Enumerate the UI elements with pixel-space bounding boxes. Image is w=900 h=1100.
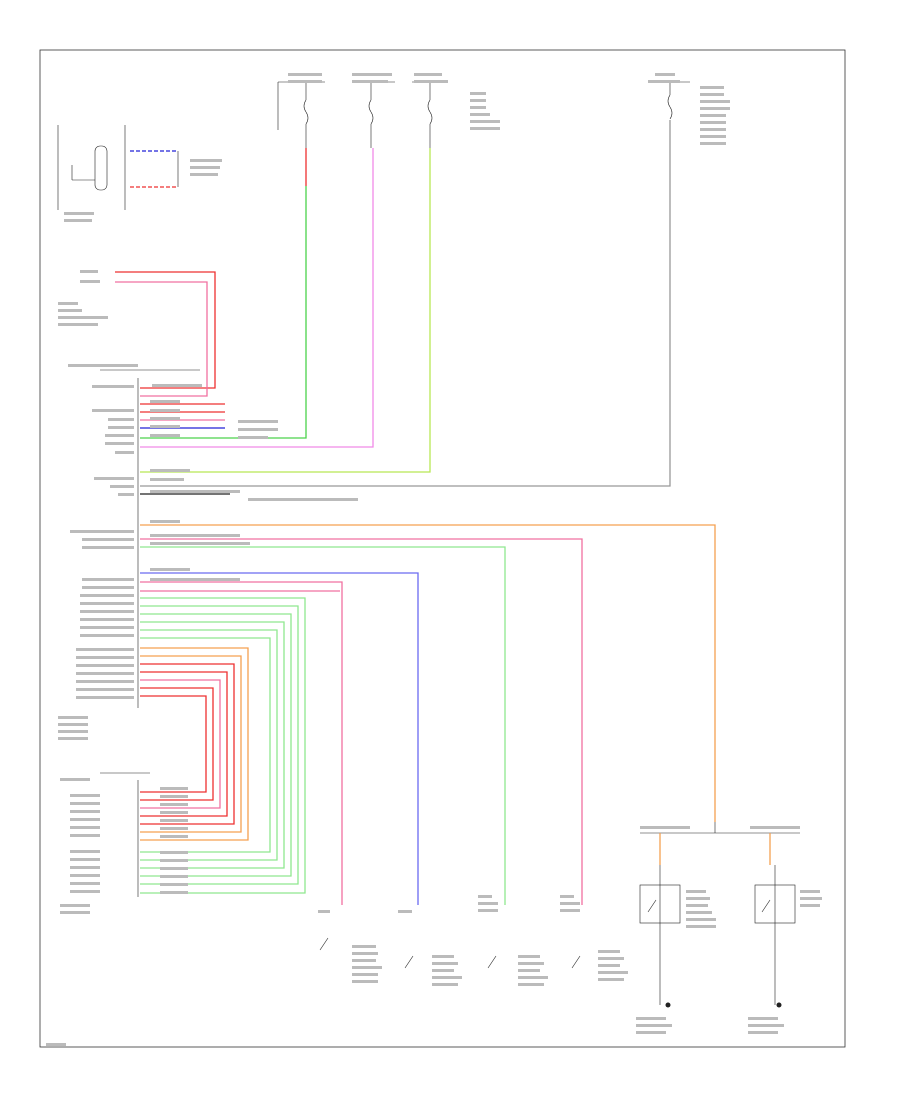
wire-orange-run [140,524,716,822]
door-switches [319,884,796,969]
module-brackets [100,369,200,897]
wire-right-feed [140,120,671,487]
wire-optical-sensor-b [115,281,208,397]
wires [115,120,800,1005]
wire-pink-run [140,538,583,905]
wire-fuse-1-green [140,186,307,439]
wire-fuse-3 [140,148,431,473]
wire-pink-drop [140,581,343,905]
wire-fuse-2 [140,148,374,448]
ground-symbols [665,1002,782,1008]
label-placeholders [46,73,822,1046]
wire-violet-run [140,572,419,905]
wire-optical-sensor-a [115,271,216,389]
combination-switch-top [57,125,179,210]
diagram-border [39,49,846,1048]
wire-green-run [140,546,506,905]
